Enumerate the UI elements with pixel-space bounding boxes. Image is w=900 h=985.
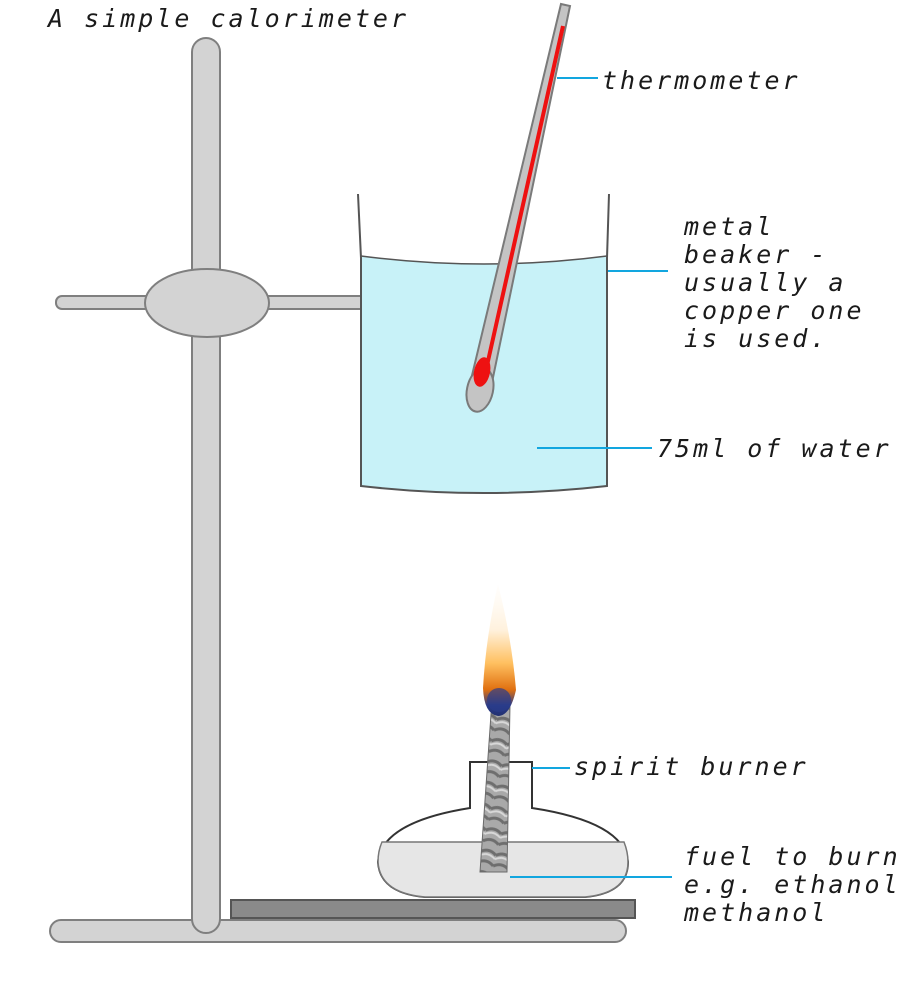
retort-stand-base [230,899,636,919]
label-beaker-line: metal [684,212,775,241]
label-fuel-line: methanol [684,898,829,927]
label-thermometer: thermometer [602,66,801,95]
label-water: 75ml of water [657,434,892,463]
boss-head [144,268,270,338]
metal-beaker [357,193,610,494]
label-beaker-line: beaker - [684,240,829,269]
flame [483,584,516,716]
thermometer [465,2,572,413]
retort-stand-foot [49,919,627,943]
label-fuel-line: e.g. ethanol, [684,870,900,899]
label-fuel: fuel to burn e.g. ethanol, methanol [684,843,900,927]
pointer-lines [510,77,672,878]
retort-stand-rod [191,37,221,934]
label-fuel-line: fuel to burn [684,842,900,871]
label-beaker-line: usually a [684,268,847,297]
label-metal-beaker: metal beaker - usually a copper one is u… [684,213,865,353]
water-meniscus [360,255,608,265]
label-beaker-line: is used. [684,324,829,353]
label-beaker-line: copper one [684,296,865,325]
label-spirit-burner: spirit burner [574,752,809,781]
diagram-title: A simple calorimeter [48,4,410,33]
flame-core [487,688,511,712]
